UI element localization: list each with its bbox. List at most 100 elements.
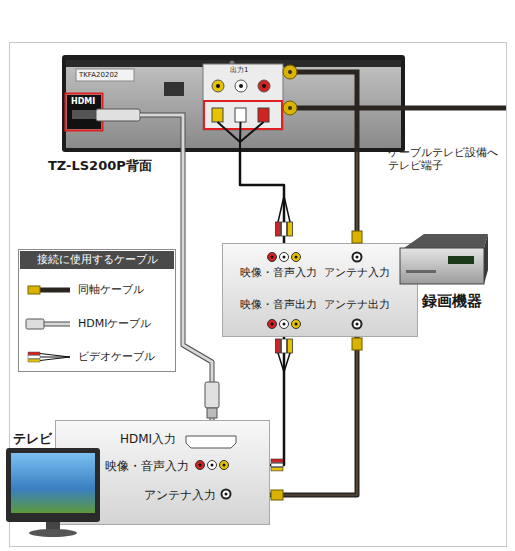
legend-frame <box>40 354 70 361</box>
tv-panel-ground <box>186 436 236 448</box>
port-name: 出力1 <box>230 66 248 74</box>
cable-plugs <box>207 408 217 418</box>
legend-frame <box>19 250 176 372</box>
cable-plugs <box>288 339 293 353</box>
cable-plugs <box>282 222 287 236</box>
set-top-box-rear <box>296 106 506 111</box>
device-caption: テレビ <box>13 431 52 447</box>
recorder-panel-ground <box>356 323 359 326</box>
recorder-panel-ground <box>223 244 418 337</box>
legend-frame <box>44 323 70 326</box>
set-top-box-rear <box>216 84 220 88</box>
recorder-panel-ground <box>353 320 362 329</box>
recorder-panel-ground <box>283 323 286 326</box>
video-cable <box>270 337 284 465</box>
port-label: アンテナ入力 <box>324 266 390 279</box>
tv-picture <box>29 529 77 537</box>
set-top-box-rear <box>212 80 224 92</box>
legend-entry: 同軸ケーブル <box>78 283 144 296</box>
set-top-box-rear <box>258 108 269 122</box>
set-top-box-rear <box>204 101 282 129</box>
legend-frame <box>38 288 70 293</box>
set-top-box-rear <box>62 55 405 152</box>
tv-panel-ground <box>211 464 214 467</box>
recorder-device-picture <box>406 270 436 273</box>
hdmi-cable <box>183 152 212 420</box>
legend-frame <box>20 251 174 269</box>
legend-frame <box>28 359 40 362</box>
legend-frame <box>28 286 40 294</box>
tv-panel-ground <box>223 464 226 467</box>
coax-cable <box>356 152 357 243</box>
frame <box>10 43 507 547</box>
recorder-panel-ground <box>271 256 274 259</box>
coax-cable <box>355 152 360 243</box>
legend-frame <box>28 356 40 359</box>
legend-entry: HDMIケーブル <box>78 317 151 330</box>
set-top-box-rear <box>72 110 96 119</box>
port-label: アンテナ入力 <box>144 488 216 502</box>
port-label: HDMI入力 <box>120 432 176 446</box>
set-top-box-rear <box>96 109 140 121</box>
frame <box>10 43 507 547</box>
port-label: 映像・音声入力 <box>105 459 189 473</box>
tv-panel-ground <box>199 464 202 467</box>
set-top-box-rear <box>212 108 223 122</box>
recorder-panel-ground <box>356 256 359 259</box>
set-top-box-rear <box>235 108 246 122</box>
cable-plugs <box>352 338 362 350</box>
cable-plugs <box>271 467 283 471</box>
recorder-panel-ground <box>223 244 418 337</box>
cable-plugs <box>205 382 219 408</box>
recorder-panel-ground <box>268 320 277 329</box>
set-top-box-rear <box>62 55 506 152</box>
coax-cable <box>270 337 357 495</box>
recorder-panel: 録画機器映像・音声入力アンテナ入力映像・音声出力アンテナ出力 <box>222 243 418 337</box>
set-top-box-rear <box>203 64 283 130</box>
recorder-panel-ground <box>268 253 277 262</box>
legend-entry: ビデオケーブル <box>78 350 155 363</box>
recorder-device-picture <box>400 248 484 284</box>
port-label: 映像・音声出力 <box>240 298 317 311</box>
set-top-box-rear <box>239 84 243 88</box>
set-top-box-rear <box>140 115 183 152</box>
video-cable <box>270 337 284 465</box>
tv-panel-ground <box>196 461 205 470</box>
tv-picture <box>11 453 95 513</box>
set-top-box-rear <box>296 72 357 152</box>
video-cable <box>240 152 284 243</box>
set-top-box-rear <box>288 106 292 110</box>
recorder-panel-ground <box>353 253 362 262</box>
recorder-device-picture <box>484 234 488 284</box>
set-top-box-rear <box>164 82 184 96</box>
device-caption: TZ-LS200P背面 <box>48 158 152 174</box>
tv-picture <box>46 522 60 530</box>
hdmi-cable <box>183 152 212 420</box>
tv-picture <box>6 448 100 522</box>
recorder-device-picture <box>404 234 488 248</box>
recorder-panel-ground <box>295 323 298 326</box>
cable-plugs <box>271 459 283 463</box>
cable-plugs <box>288 222 293 236</box>
cable-plugs <box>205 196 362 500</box>
set-top-box-rear <box>235 80 247 92</box>
video-cable <box>240 152 284 243</box>
tv-picture <box>6 448 100 537</box>
recorder-panel-ground <box>271 323 274 326</box>
tv-panel-ground <box>220 461 229 470</box>
recorder-panel-ground <box>295 256 298 259</box>
legend-frame <box>44 322 70 327</box>
cable-plugs <box>282 339 287 353</box>
cable-plugs <box>278 196 290 222</box>
cable-plugs <box>271 463 283 467</box>
recorder-panel-ground <box>283 256 286 259</box>
cable-plugs <box>271 490 283 500</box>
recorder-panel-ground <box>280 320 289 329</box>
cable-plugs <box>352 231 362 243</box>
recorder-device-picture <box>400 234 488 284</box>
recorder-panel-ground <box>292 253 301 262</box>
hdmi-cable <box>183 152 212 420</box>
cable-plugs <box>276 339 281 353</box>
